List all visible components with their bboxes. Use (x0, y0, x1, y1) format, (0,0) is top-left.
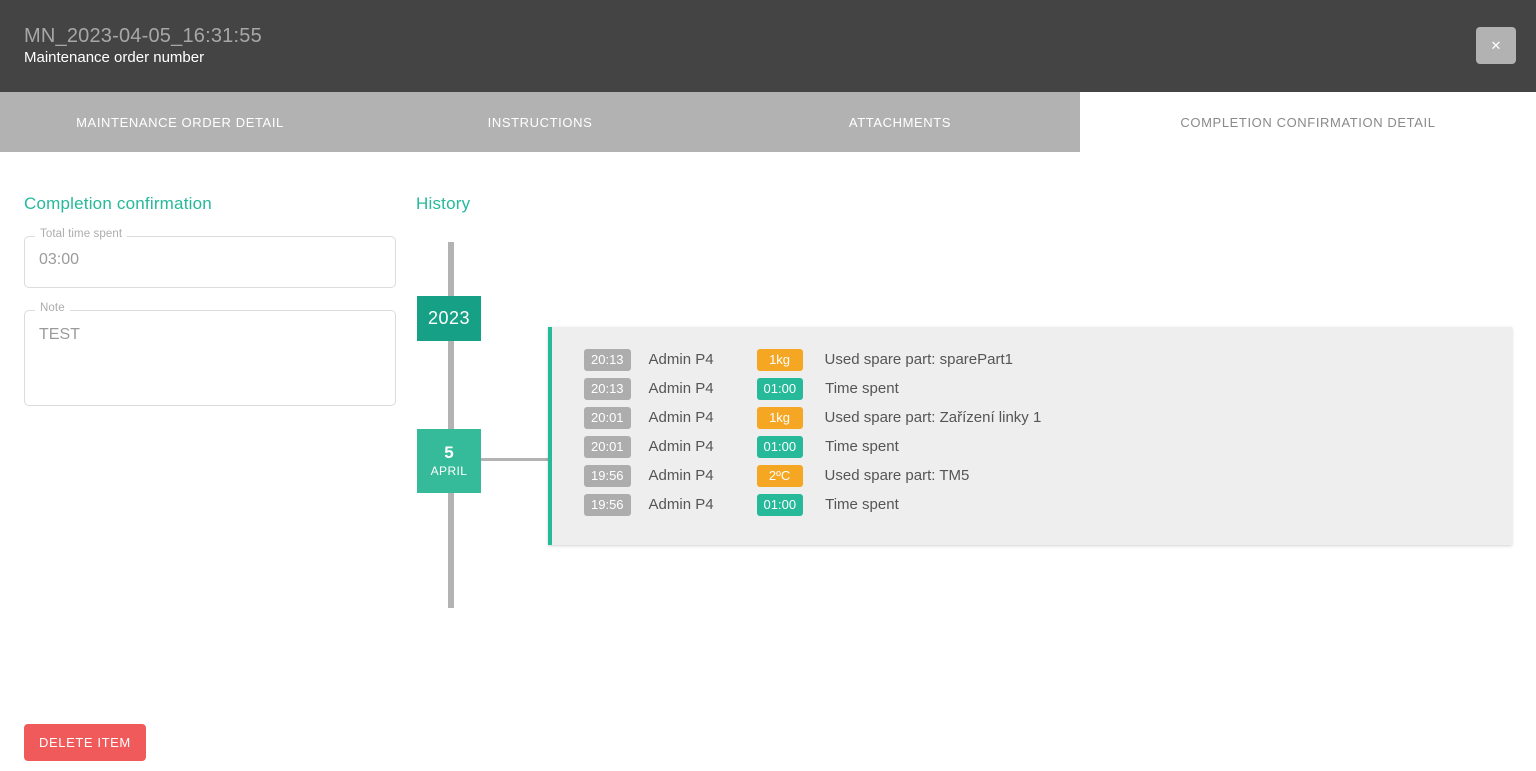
history-row-time: 20:01 (584, 406, 631, 429)
history-row-time: 20:01 (584, 435, 631, 458)
content-area: Completion confirmation 03:00 Total time… (0, 152, 1536, 771)
page-subtitle: Maintenance order number (24, 49, 205, 66)
timeline-day-badge: 5 APRIL (417, 429, 481, 493)
tab-completion-confirmation-detail[interactable]: COMPLETION CONFIRMATION DETAIL (1080, 92, 1536, 152)
history-row-description: Used spare part: TM5 (824, 467, 970, 484)
history-row-badge: 01:00 (756, 377, 804, 400)
history-row-badge: 1kg (756, 406, 803, 429)
timeline-line (448, 242, 454, 608)
history-row-description: Time spent (825, 438, 899, 455)
timeline-day-month: APRIL (430, 464, 468, 478)
history-row-badge: 01:00 (756, 493, 804, 516)
history-row-description: Used spare part: Zařízení linky 1 (824, 409, 1042, 426)
dialog-header: MN_2023-04-05_16:31:55 Maintenance order… (0, 0, 1536, 92)
history-row-user: Admin P4 (648, 380, 714, 397)
note-box[interactable]: TEST (24, 310, 396, 406)
note-value: TEST (39, 326, 80, 343)
history-row-time: 19:56 (584, 464, 631, 487)
history-row-badge: 1kg (756, 348, 803, 371)
history-row: 20:13 Admin P4 1kg Used spare part: spar… (552, 345, 1512, 374)
history-row-user: Admin P4 (648, 351, 714, 368)
history-row: 19:56 Admin P4 01:00 Time spent (552, 490, 1512, 519)
history-row: 20:01 Admin P4 01:00 Time spent (552, 432, 1512, 461)
history-row-time: 20:13 (584, 348, 631, 371)
total-time-spent-box[interactable]: 03:00 (24, 236, 396, 288)
close-icon[interactable]: ✕ (1476, 27, 1516, 64)
timeline-day-number: 5 (444, 443, 454, 462)
note-label: Note (35, 302, 70, 314)
timeline-year-badge: 2023 (417, 296, 481, 341)
history-row-user: Admin P4 (648, 409, 714, 426)
total-time-spent-label: Total time spent (35, 228, 128, 240)
tab-attachments[interactable]: ATTACHMENTS (720, 92, 1080, 152)
history-row-time: 20:13 (584, 377, 631, 400)
history-timeline: 2023 5 APRIL 20:13 Admin P4 1kg Used spa… (416, 242, 1536, 662)
history-row: 20:01 Admin P4 1kg Used spare part: Zaří… (552, 403, 1512, 432)
history-row-description: Time spent (825, 380, 899, 397)
completion-confirmation-heading: Completion confirmation (24, 194, 212, 213)
page-title: MN_2023-04-05_16:31:55 (24, 25, 262, 47)
history-row-user: Admin P4 (648, 438, 714, 455)
history-row-user: Admin P4 (648, 467, 714, 484)
history-heading: History (416, 194, 471, 213)
delete-item-button[interactable]: DELETE ITEM (24, 724, 146, 761)
history-row: 19:56 Admin P4 2ºC Used spare part: TM5 (552, 461, 1512, 490)
history-row-description: Used spare part: sparePart1 (824, 351, 1013, 368)
history-row: 20:13 Admin P4 01:00 Time spent (552, 374, 1512, 403)
history-entries-card: 20:13 Admin P4 1kg Used spare part: spar… (548, 327, 1512, 545)
history-row-badge: 01:00 (756, 435, 804, 458)
tab-bar: MAINTENANCE ORDER DETAIL INSTRUCTIONS AT… (0, 92, 1536, 152)
timeline-connector (481, 458, 551, 461)
total-time-spent-value: 03:00 (39, 251, 80, 268)
note-field[interactable]: TEST Note (24, 302, 396, 406)
completion-confirmation-panel: Completion confirmation 03:00 Total time… (24, 194, 396, 406)
history-row-user: Admin P4 (648, 496, 714, 513)
total-time-spent-field[interactable]: 03:00 Total time spent (24, 228, 396, 288)
history-row-description: Time spent (825, 496, 899, 513)
history-row-badge: 2ºC (756, 464, 803, 487)
tab-maintenance-order-detail[interactable]: MAINTENANCE ORDER DETAIL (0, 92, 360, 152)
history-row-time: 19:56 (584, 493, 631, 516)
header-titles: MN_2023-04-05_16:31:55 Maintenance order… (24, 24, 262, 68)
history-panel: History 2023 5 APRIL 20:13 Admin P4 1kg … (416, 194, 1536, 662)
tab-instructions[interactable]: INSTRUCTIONS (360, 92, 720, 152)
